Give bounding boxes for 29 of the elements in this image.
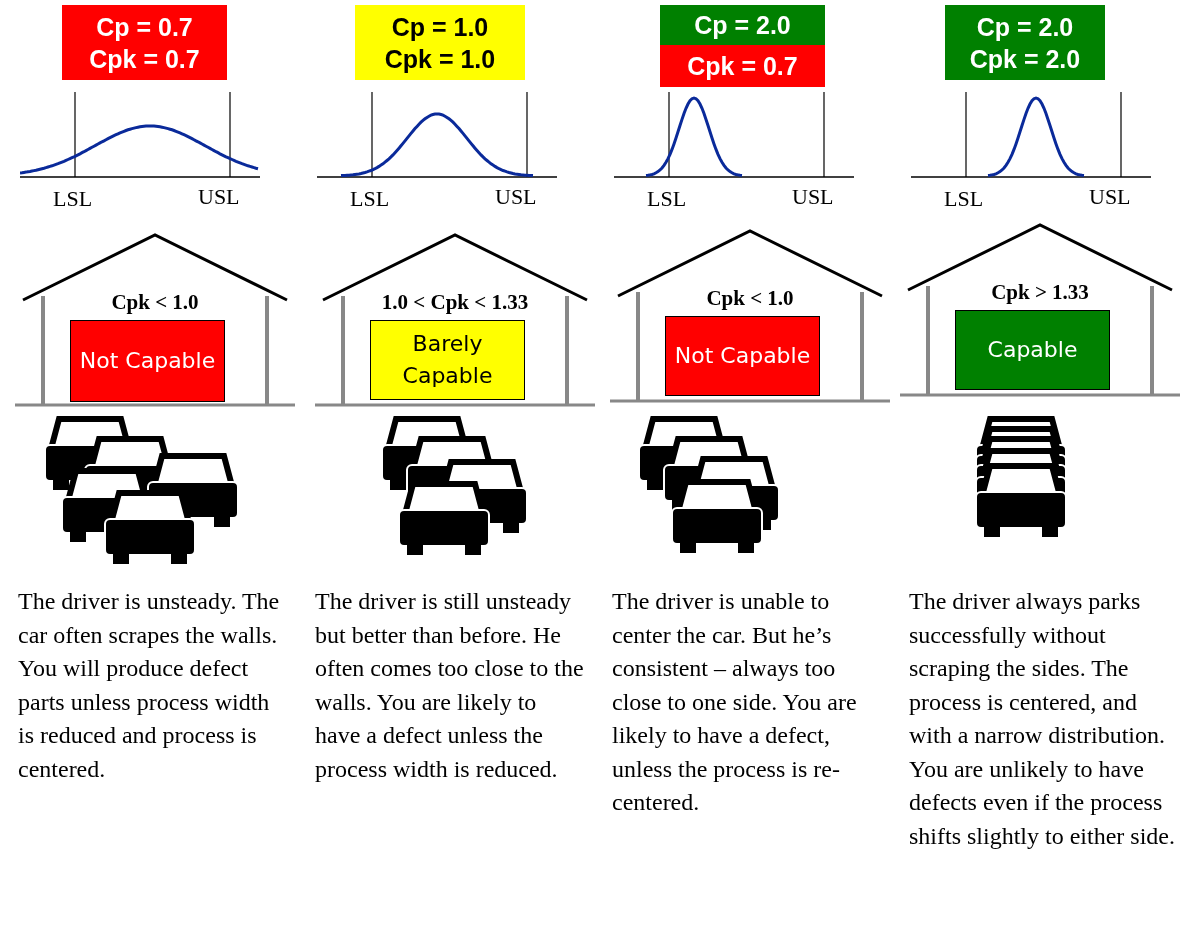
limit-label: LSL: [53, 186, 93, 212]
description-text: The driver is unable to center the car. But he’s consistent – always too close to one side. You are likely to have a defect, unless the process is re-centered.: [612, 587, 858, 817]
threshold-label: Cpk < 1.0: [110, 290, 200, 315]
house-outline: [315, 232, 595, 408]
description-text: The driver is unsteady. The car often scrapes the walls. You will produce defect parts unless process width is reduced and process is centered.: [18, 587, 281, 784]
limit-label: LSL: [350, 186, 390, 212]
limit-label: USL: [198, 184, 240, 210]
house-outline: [900, 222, 1180, 398]
description-text: The driver always parks successfully without scraping the sides. The process is centered, and with a narrow distribution. You are unlikely to have defects even if the process shifts slightly to either side.: [909, 587, 1176, 851]
house-outline: [15, 232, 295, 408]
limit-label: USL: [495, 184, 537, 210]
threshold-label: Cpk > 1.33: [990, 280, 1090, 305]
limit-label: LSL: [647, 186, 687, 212]
status-box: Not Capable: [665, 316, 820, 396]
house-outline: [610, 228, 890, 404]
threshold-label: 1.0 < Cpk < 1.33: [380, 290, 530, 315]
limit-label: USL: [1089, 184, 1131, 210]
status-box: Capable: [955, 310, 1110, 390]
index-badge: Cp = 0.7 Cpk = 0.7: [62, 5, 227, 80]
status-box: Not Capable: [70, 320, 225, 402]
description-text: The driver is still unsteady but better than before. He often comes too close to the walls. You are likely to have a defect unless the process width is reduced.: [315, 587, 585, 784]
index-badge: Cpk = 0.7: [660, 45, 825, 87]
status-box: Barely Capable: [370, 320, 525, 400]
limit-label: LSL: [944, 186, 984, 212]
index-badge: Cp = 1.0 Cpk = 1.0: [355, 5, 525, 80]
threshold-label: Cpk < 1.0: [705, 286, 795, 311]
index-badge: Cp = 2.0: [660, 5, 825, 45]
index-badge: Cp = 2.0 Cpk = 2.0: [945, 5, 1105, 80]
limit-label: USL: [792, 184, 834, 210]
